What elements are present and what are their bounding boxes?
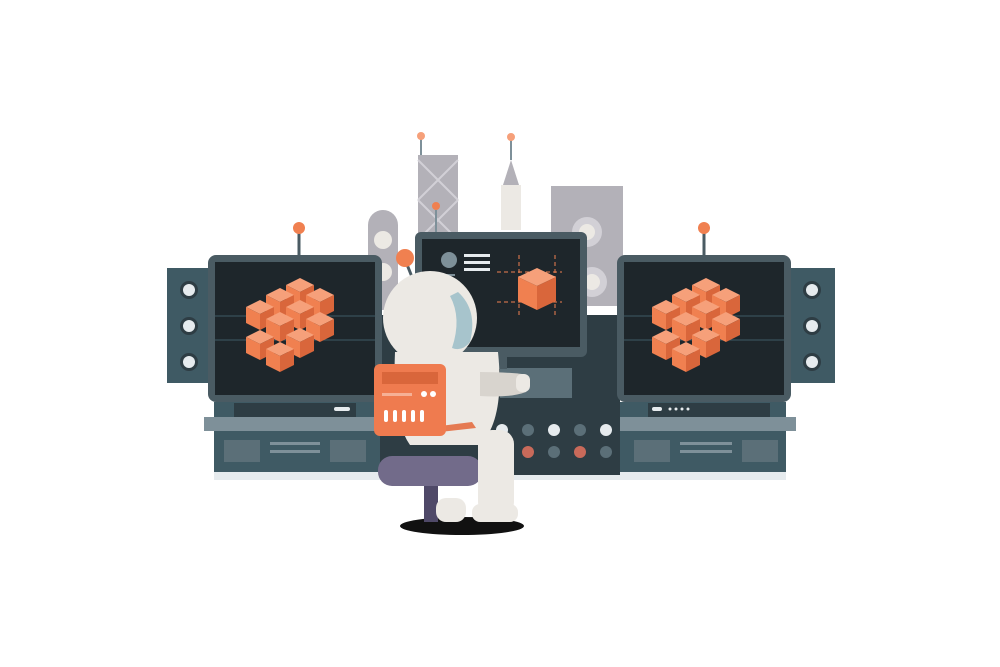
left-monitor (208, 222, 382, 417)
rocket-icon (501, 133, 521, 230)
chair (378, 456, 482, 522)
antenna-light (417, 132, 425, 140)
left-speaker-panel (167, 268, 212, 383)
single-cube-icon (497, 255, 562, 318)
right-monitor (617, 222, 791, 417)
right-speaker-panel (790, 268, 835, 383)
antenna-light (698, 222, 710, 234)
control-knobs (496, 424, 612, 458)
antenna-light (293, 222, 305, 234)
astronaut-icon (374, 249, 530, 522)
